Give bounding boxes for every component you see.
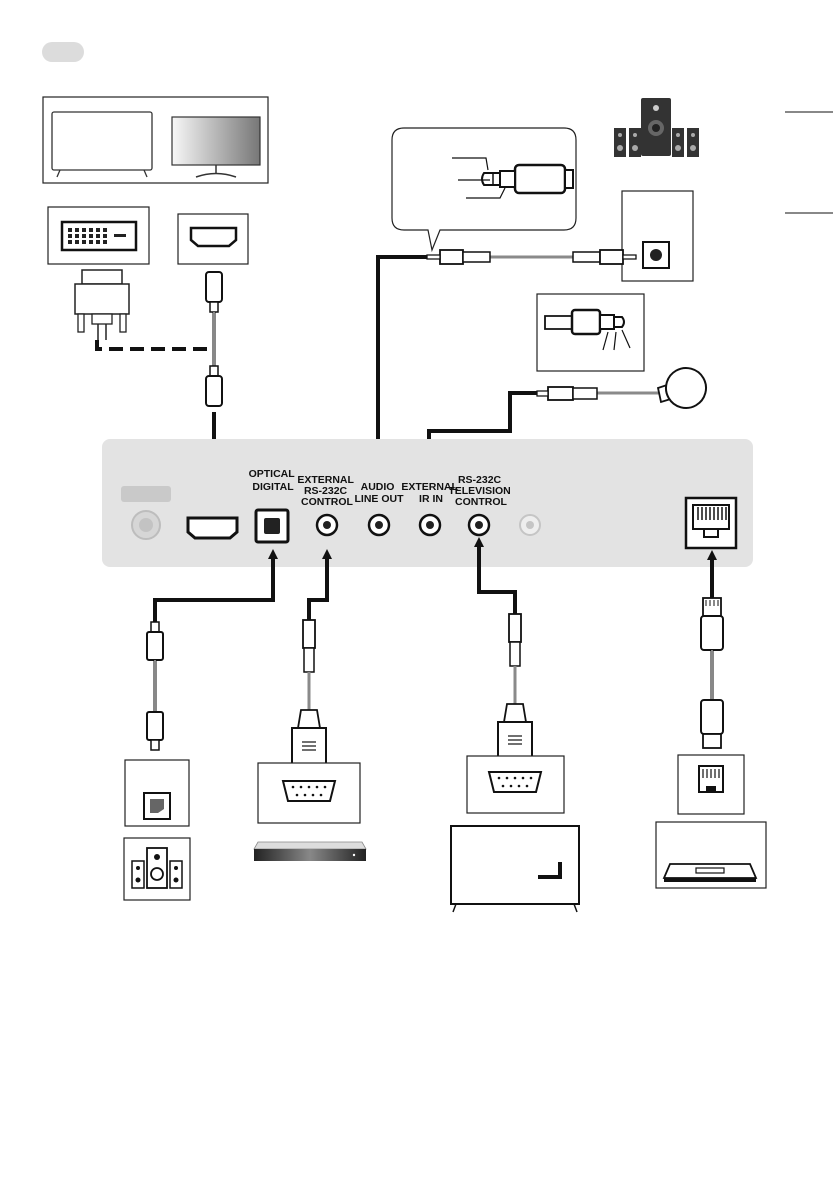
audio-line-out-label-line-2: LINE OUT: [355, 493, 405, 505]
external-rs232c-control-label-line-3: CONTROL: [301, 496, 353, 508]
stereo-jack-callout: [392, 128, 576, 250]
router-rj45-port-icon: [678, 755, 744, 814]
power-port: [132, 511, 160, 539]
external-rs232c-control-label: EXTERNAL RS-232C CONTROL: [297, 474, 356, 508]
tv-icon: [52, 112, 152, 177]
optical-cable: [147, 622, 163, 750]
optical-digital-port: [256, 510, 288, 542]
ir-jack-callout: [537, 294, 644, 371]
audio-line-out-label-line-1: AUDIO: [361, 481, 395, 493]
hdmi-cable: [206, 272, 222, 406]
external-rs232c-control-port: [317, 515, 337, 535]
optical-port-icon: [125, 760, 189, 826]
inactive-jack: [520, 515, 540, 535]
audio-line-out-port: [369, 515, 389, 535]
rs232c-control-cable: [292, 620, 326, 768]
audio-cable: [427, 250, 636, 264]
external-ir-in-port: [420, 515, 440, 535]
audio-in-port-box: [622, 191, 693, 281]
rs232c-television-control-label-line-3: CONTROL: [455, 496, 507, 508]
rj45-port: [686, 498, 736, 548]
hdmi-port-icon: [178, 214, 248, 264]
hdmi-port: [188, 518, 237, 538]
rs232c-television-control-port: [469, 515, 489, 535]
power-port-label-blank: [121, 486, 171, 502]
audio-line-out-label: AUDIO LINE OUT: [355, 481, 405, 505]
soundbar-speakers-icon: [124, 838, 190, 900]
set-top-box-icon: [254, 842, 366, 861]
external-ir-in-label-line-2: IR IN: [419, 493, 443, 505]
dvi-to-hdmi-adapter: [75, 270, 129, 340]
display-devices-box: [43, 97, 268, 183]
language-tab: [42, 42, 84, 62]
db9-port-icon: [258, 763, 360, 823]
router-icon: [656, 822, 766, 888]
dvi-port-icon: [48, 207, 149, 264]
optical-digital-label-line-2: DIGITAL: [252, 481, 294, 493]
television-icon: [451, 826, 579, 912]
dvi-dashed-link: [97, 340, 214, 349]
speaker-system-icon: [614, 98, 699, 157]
optical-digital-label: OPTICAL DIGITAL: [249, 468, 298, 493]
rs232c-television-control-label: RS-232C TELEVISION CONTROL: [448, 474, 513, 508]
lan-cable: [701, 598, 723, 748]
optical-digital-label-line-1: OPTICAL: [249, 468, 296, 480]
tv-db9-port-icon: [467, 756, 564, 813]
rs232c-television-cable: [498, 614, 532, 762]
